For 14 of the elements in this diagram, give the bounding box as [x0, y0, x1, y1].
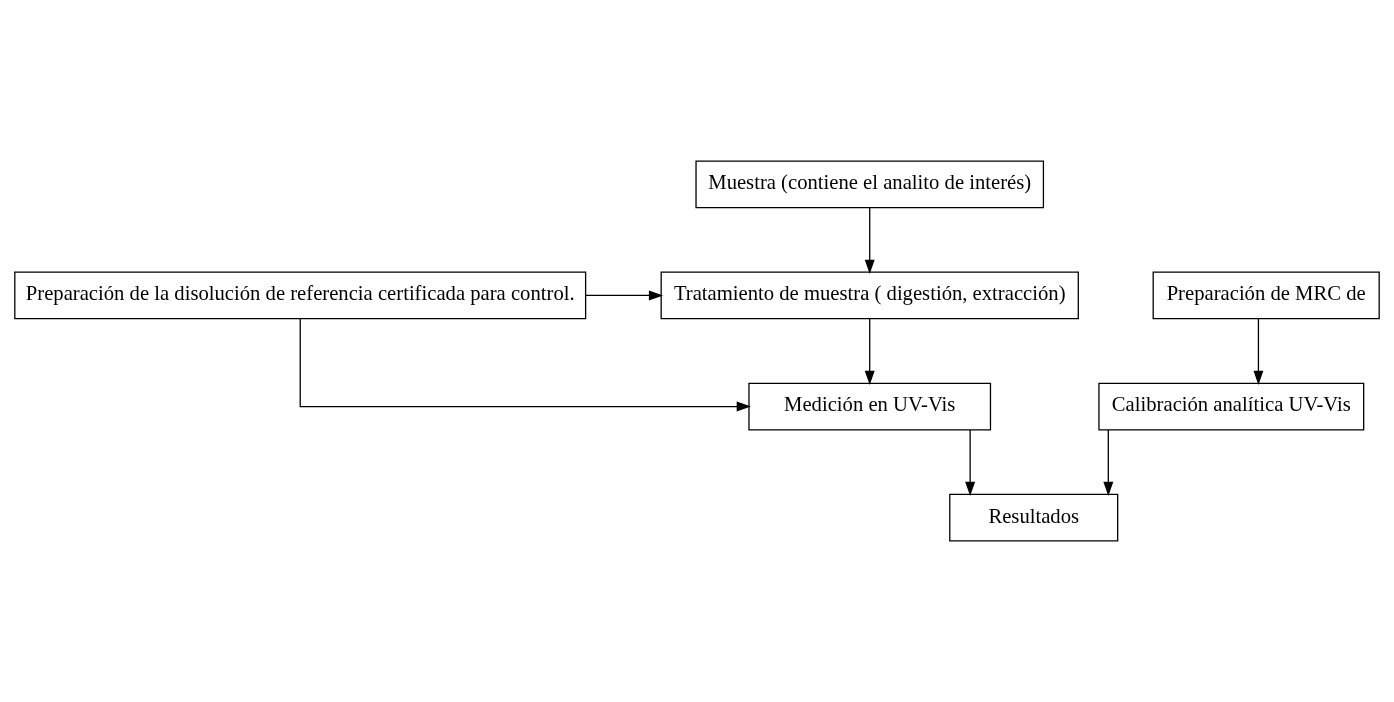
node-box: Muestra (contiene el analito de interés): [695, 160, 1045, 209]
node-box: Preparación de MRC de: [1152, 271, 1380, 320]
arrow: [864, 318, 875, 385]
arrow: [585, 290, 664, 301]
node-box: Resultados: [949, 493, 1119, 542]
arrow: [864, 207, 875, 274]
arrow: [299, 318, 751, 412]
node-box: Calibración analítica UV-Vis: [1098, 382, 1365, 431]
arrow: [1253, 318, 1264, 385]
node-box: Tratamiento de muestra ( digestión, extracción): [660, 271, 1079, 320]
arrow: [1103, 429, 1114, 497]
node-box: Medición en UV-Vis: [748, 382, 992, 431]
node-box: Preparación de la disolución de referencia certificada para control.: [14, 271, 587, 320]
arrow: [965, 429, 976, 497]
